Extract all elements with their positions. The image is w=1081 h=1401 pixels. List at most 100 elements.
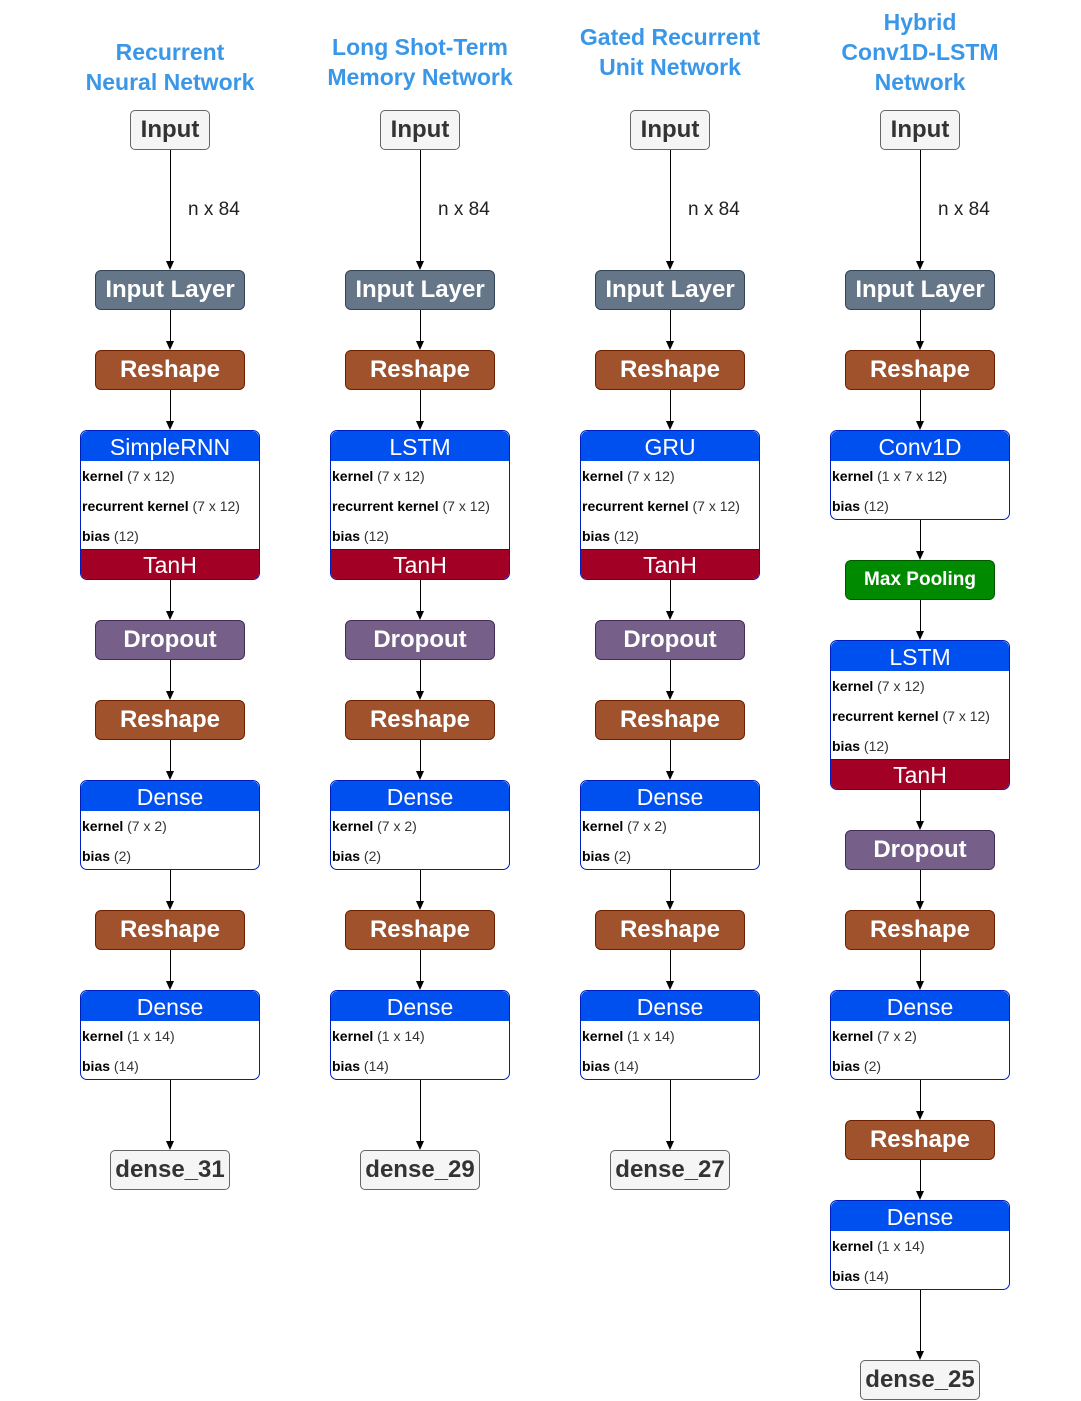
param-row: kernel (1 x 14): [831, 1231, 1009, 1261]
layer-name: Dense: [331, 781, 509, 811]
param-dims: (12): [113, 528, 139, 544]
param-row: recurrent kernel (7 x 12): [81, 491, 259, 521]
dropout-node[interactable]: Dropout: [595, 620, 745, 660]
connector-arrow: [420, 950, 421, 982]
arrowhead-icon: [916, 1351, 924, 1360]
reshape-node[interactable]: Reshape: [345, 910, 495, 950]
connector-arrow: [420, 390, 421, 422]
connector-arrow: [420, 150, 421, 262]
reshape-node[interactable]: Reshape: [845, 1120, 995, 1160]
reshape-node[interactable]: Reshape: [845, 910, 995, 950]
output-node[interactable]: dense_29: [360, 1150, 480, 1190]
arrowhead-icon: [916, 1191, 924, 1200]
arrowhead-icon: [666, 421, 674, 430]
edge-label-shape: n x 84: [188, 199, 240, 221]
param-dims: (2): [363, 848, 382, 864]
connector-arrow: [170, 740, 171, 772]
arrowhead-icon: [666, 261, 674, 270]
connector-arrow: [170, 310, 171, 342]
param-dims: (7 x 12): [442, 498, 490, 514]
arrowhead-icon: [916, 551, 924, 560]
param-dims: (7 x 2): [377, 818, 417, 834]
reshape-node[interactable]: Reshape: [95, 910, 245, 950]
reshape-node[interactable]: Reshape: [595, 910, 745, 950]
connector-arrow: [670, 390, 671, 422]
input-layer-node[interactable]: Input Layer: [345, 270, 495, 310]
arrowhead-icon: [166, 981, 174, 990]
layer-name: Conv1D: [831, 431, 1009, 461]
network-title-line: Recurrent: [115, 39, 225, 65]
layer-name: Dense: [581, 991, 759, 1021]
arrowhead-icon: [916, 261, 924, 270]
reshape-node[interactable]: Reshape: [845, 350, 995, 390]
input-layer-node[interactable]: Input Layer: [95, 270, 245, 310]
output-node[interactable]: dense_31: [110, 1150, 230, 1190]
arrowhead-icon: [666, 981, 674, 990]
layer-name: Dense: [331, 991, 509, 1021]
param-row: kernel (1 x 14): [81, 1021, 259, 1051]
network-title-line: Gated Recurrent: [579, 24, 761, 50]
dropout-node[interactable]: Dropout: [845, 830, 995, 870]
reshape-node[interactable]: Reshape: [345, 350, 495, 390]
param-dims: (14): [363, 1058, 389, 1074]
dropout-node[interactable]: Dropout: [95, 620, 245, 660]
reshape-node[interactable]: Reshape: [595, 350, 745, 390]
connector-arrow: [920, 1160, 921, 1192]
param-row: kernel (1 x 14): [581, 1021, 759, 1051]
arrowhead-icon: [916, 1111, 924, 1120]
connector-arrow: [670, 870, 671, 902]
maxpool-node[interactable]: Max Pooling: [845, 560, 995, 600]
param-row: bias (14): [831, 1261, 1009, 1289]
param-name: bias: [332, 528, 361, 544]
input-node[interactable]: Input: [880, 110, 960, 150]
param-name: bias: [832, 738, 861, 754]
output-node[interactable]: dense_27: [610, 1150, 730, 1190]
arrowhead-icon: [416, 611, 424, 620]
param-dims: (7 x 12): [692, 498, 740, 514]
connector-arrow: [920, 310, 921, 342]
param-dims: (1 x 7 x 12): [877, 468, 948, 484]
param-name: kernel: [582, 468, 624, 484]
param-dims: (7 x 12): [377, 468, 425, 484]
connector-arrow: [170, 660, 171, 692]
network-title-line: Hybrid: [883, 9, 957, 35]
arrowhead-icon: [666, 341, 674, 350]
reshape-node[interactable]: Reshape: [345, 700, 495, 740]
reshape-node[interactable]: Reshape: [95, 700, 245, 740]
input-node[interactable]: Input: [130, 110, 210, 150]
param-dims: (2): [113, 848, 132, 864]
reshape-node[interactable]: Reshape: [595, 700, 745, 740]
dropout-node[interactable]: Dropout: [345, 620, 495, 660]
param-row: recurrent kernel (7 x 12): [581, 491, 759, 521]
reshape-node[interactable]: Reshape: [95, 350, 245, 390]
param-name: recurrent kernel: [82, 498, 189, 514]
param-name: kernel: [82, 468, 124, 484]
param-row: kernel (7 x 2): [81, 811, 259, 841]
param-row: kernel (1 x 14): [331, 1021, 509, 1051]
input-layer-node[interactable]: Input Layer: [595, 270, 745, 310]
connector-arrow: [420, 310, 421, 342]
input-node[interactable]: Input: [380, 110, 460, 150]
param-name: bias: [832, 1268, 861, 1284]
input-layer-node[interactable]: Input Layer: [845, 270, 995, 310]
input-node[interactable]: Input: [630, 110, 710, 150]
arrowhead-icon: [916, 421, 924, 430]
output-node[interactable]: dense_25: [860, 1360, 980, 1400]
arrowhead-icon: [916, 821, 924, 830]
param-row: bias (12): [331, 521, 509, 551]
connector-arrow: [670, 310, 671, 342]
